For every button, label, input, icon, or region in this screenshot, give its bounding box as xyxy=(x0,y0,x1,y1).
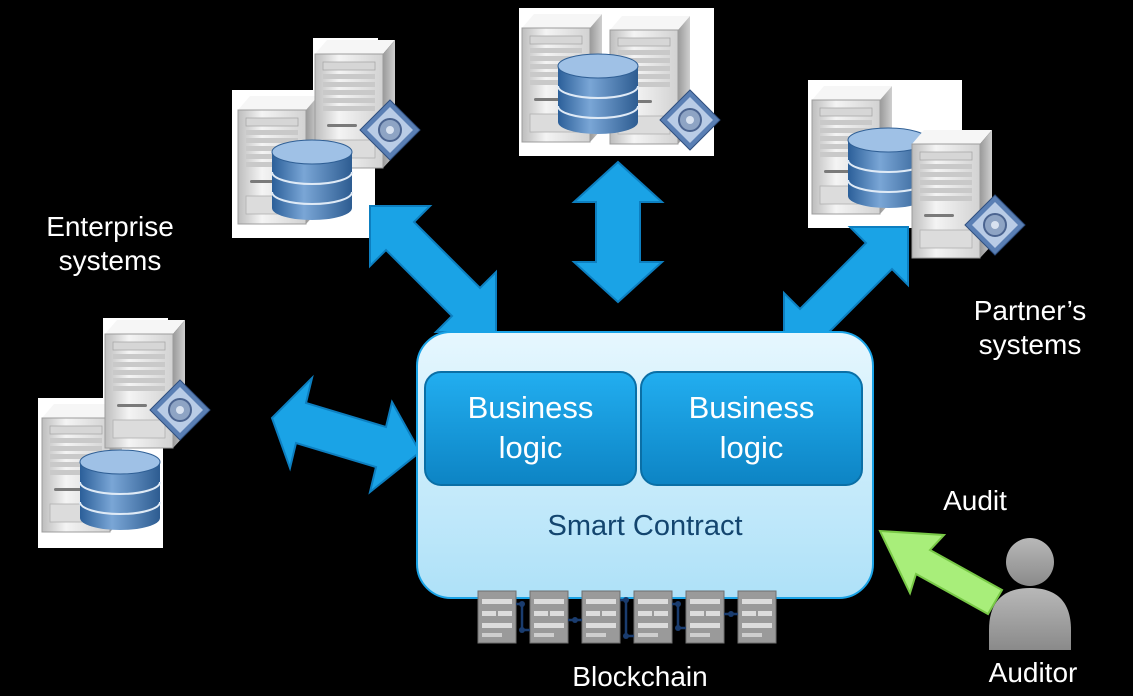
enterprise-systems-label: Enterprise systems xyxy=(10,210,210,278)
block-icon xyxy=(529,590,569,644)
blockchain-label: Blockchain xyxy=(572,661,708,692)
block-icon xyxy=(737,590,777,644)
business-logic-label-left: Business logic xyxy=(425,388,636,468)
block-icon xyxy=(633,590,673,644)
double-arrow-top-left xyxy=(369,205,497,333)
business-logic-right-line2: logic xyxy=(719,430,784,465)
business-logic-right-line1: Business xyxy=(688,390,815,425)
business-logic-left-line1: Business xyxy=(467,390,594,425)
auditor-label: Auditor xyxy=(988,657,1078,688)
business-logic-left-line2: logic xyxy=(498,430,563,465)
partner-label-line1: Partner’s xyxy=(973,295,1087,326)
block-icon xyxy=(685,590,725,644)
enterprise-label-line2: systems xyxy=(58,245,162,276)
server-cluster-top-center xyxy=(519,8,721,156)
audit-arrow xyxy=(878,529,1004,616)
blockchain-chain xyxy=(477,590,777,644)
enterprise-label-line1: Enterprise xyxy=(46,211,174,242)
block-icon xyxy=(477,590,517,644)
database-icon xyxy=(79,449,161,531)
database-icon xyxy=(557,53,639,135)
partner-systems-label: Partner’s systems xyxy=(935,294,1125,362)
business-logic-box-right xyxy=(640,371,863,486)
block-icon xyxy=(581,590,621,644)
partner-label-line2: systems xyxy=(978,329,1082,360)
business-logic-label-right: Business logic xyxy=(641,388,862,468)
business-logic-box-left xyxy=(424,371,637,486)
database-icon xyxy=(271,139,353,221)
partner-server-cluster xyxy=(808,80,1026,259)
enterprise-server-cluster-top xyxy=(232,38,421,238)
double-arrow-bottom-left xyxy=(270,374,422,495)
enterprise-server-cluster-bottom xyxy=(38,318,211,548)
person-icon xyxy=(989,538,1071,650)
smart-contract-title: Smart Contract xyxy=(547,510,743,542)
audit-label: Audit xyxy=(943,485,1007,516)
double-arrow-top-center xyxy=(571,160,665,304)
